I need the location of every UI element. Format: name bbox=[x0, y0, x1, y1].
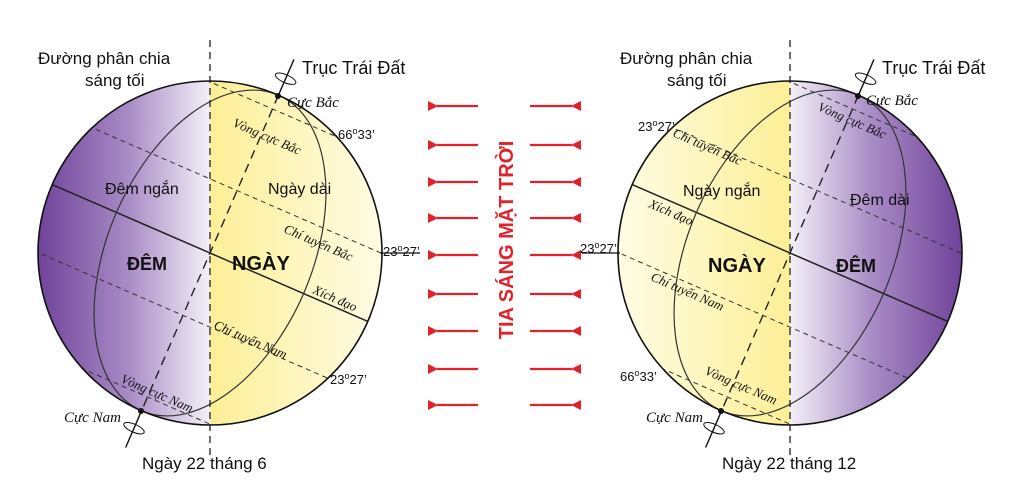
left-south-pole-dot bbox=[138, 408, 144, 414]
right-angle-6633: 66o33’ bbox=[620, 368, 657, 384]
left-south-pole-label: Cực Nam bbox=[64, 410, 121, 426]
right-day-label: NGÀY bbox=[708, 254, 766, 277]
left-divider-label-1: Đường phân chia bbox=[38, 49, 171, 68]
sun-ray-arrows: TIA SÁNG MẶT TRỜI bbox=[428, 101, 581, 410]
left-night-label: ĐÊM bbox=[127, 253, 167, 274]
left-long-day-label: Ngày dài bbox=[268, 181, 331, 198]
right-night-label: ĐÊM bbox=[836, 255, 876, 276]
right-north-pole-label: Cực Bắc bbox=[866, 93, 918, 109]
left-north-pole-dot bbox=[275, 93, 281, 99]
left-angle-6633: 66o33’ bbox=[338, 126, 375, 142]
left-axis-label: Trục Trái Đất bbox=[302, 58, 405, 78]
right-globe: Đường phân chia sáng tối Trục Trái Đất C… bbox=[580, 40, 985, 473]
left-divider-label-2: sáng tối bbox=[85, 71, 145, 90]
right-north-pole-dot bbox=[855, 93, 861, 99]
left-date-label: Ngày 22 tháng 6 bbox=[142, 454, 267, 473]
left-globe: Đường phân chia sáng tối Trục Trái Đất C… bbox=[37, 40, 420, 473]
right-long-night-label: Đêm dài bbox=[850, 192, 910, 209]
right-angle-2327-top: 23o27’ bbox=[638, 118, 675, 134]
sun-rays-label: TIA SÁNG MẶT TRỜI bbox=[494, 141, 518, 340]
right-south-pole-label: Cực Nam bbox=[646, 410, 703, 426]
right-date-label: Ngày 22 tháng 12 bbox=[722, 454, 856, 473]
left-short-night-label: Đêm ngắn bbox=[105, 179, 179, 198]
right-south-pole-dot bbox=[718, 408, 724, 414]
right-short-day-label: Ngày ngắn bbox=[683, 181, 760, 200]
left-earth-axis bbox=[123, 59, 297, 448]
left-angle-2327-bottom: 23o27’ bbox=[330, 371, 367, 387]
right-earth-axis bbox=[703, 59, 877, 448]
right-divider-label-1: Đường phân chia bbox=[620, 49, 753, 68]
left-day-label: NGÀY bbox=[232, 252, 290, 275]
right-axis-label: Trục Trái Đất bbox=[882, 58, 985, 78]
left-north-pole-label: Cực Bắc bbox=[287, 95, 339, 111]
left-angle-2327-equator: 23o27’ bbox=[383, 243, 420, 259]
right-angle-2327-equator: 23o27’ bbox=[580, 240, 617, 256]
right-divider-label-2: sáng tối bbox=[667, 71, 727, 90]
